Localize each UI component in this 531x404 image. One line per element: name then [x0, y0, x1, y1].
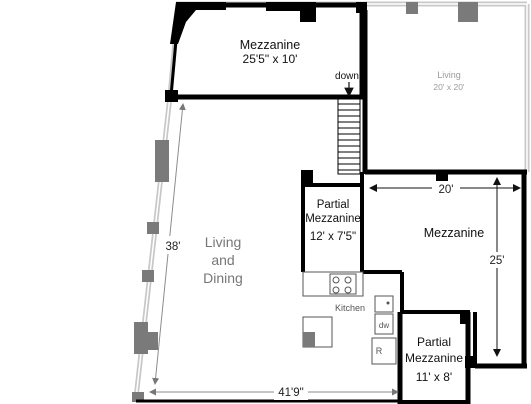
island-column — [303, 332, 315, 347]
mezzanine-width-dimension: 20' — [439, 184, 454, 196]
partial-mezzanine-mid-dims: 12' x 7'5" — [310, 231, 356, 243]
refrigerator — [371, 337, 397, 365]
cooktop-burners — [332, 276, 352, 294]
living-upper-dims: 20' x 20' — [433, 82, 465, 92]
oven-knob — [386, 301, 390, 305]
partial-mezzanine-mid-line2: Mezzanine — [305, 213, 361, 225]
dishwasher — [374, 313, 394, 335]
mezzanine-top-name: Mezzanine — [240, 38, 300, 52]
kitchen-fixtures — [302, 271, 397, 365]
dishwasher-label: dw — [379, 321, 389, 330]
left-wall-dimension: 38' — [166, 241, 181, 253]
wall-blocks — [165, 2, 477, 368]
partial-mezzanine-bottom-line2: Mezzanine — [405, 351, 463, 365]
mezzanine-top-dims: 25'5" x 10' — [243, 52, 298, 66]
living-dining-line1: Living — [205, 234, 242, 250]
living-dining-line3: Dining — [203, 270, 243, 286]
bottom-wall-dimension: 41'9" — [278, 387, 303, 399]
kitchen-label: Kitchen — [335, 303, 365, 313]
mezzanine-depth-dimension: 25' — [490, 255, 505, 267]
living-upper-name: Living — [437, 70, 461, 80]
cooktop — [329, 273, 357, 295]
partial-mezzanine-bottom-dims: 11' x 8' — [416, 370, 452, 384]
living-dining-line2: and — [211, 252, 234, 268]
mezzanine-right-name: Mezzanine — [424, 226, 484, 240]
staircase — [337, 97, 361, 175]
partial-mezzanine-mid-line1: Partial — [317, 199, 350, 211]
partial-mezzanine-bottom-line1: Partial — [417, 335, 451, 349]
oven — [374, 295, 394, 313]
refrigerator-label: R — [376, 346, 383, 356]
stair-down-label: down — [335, 71, 359, 82]
